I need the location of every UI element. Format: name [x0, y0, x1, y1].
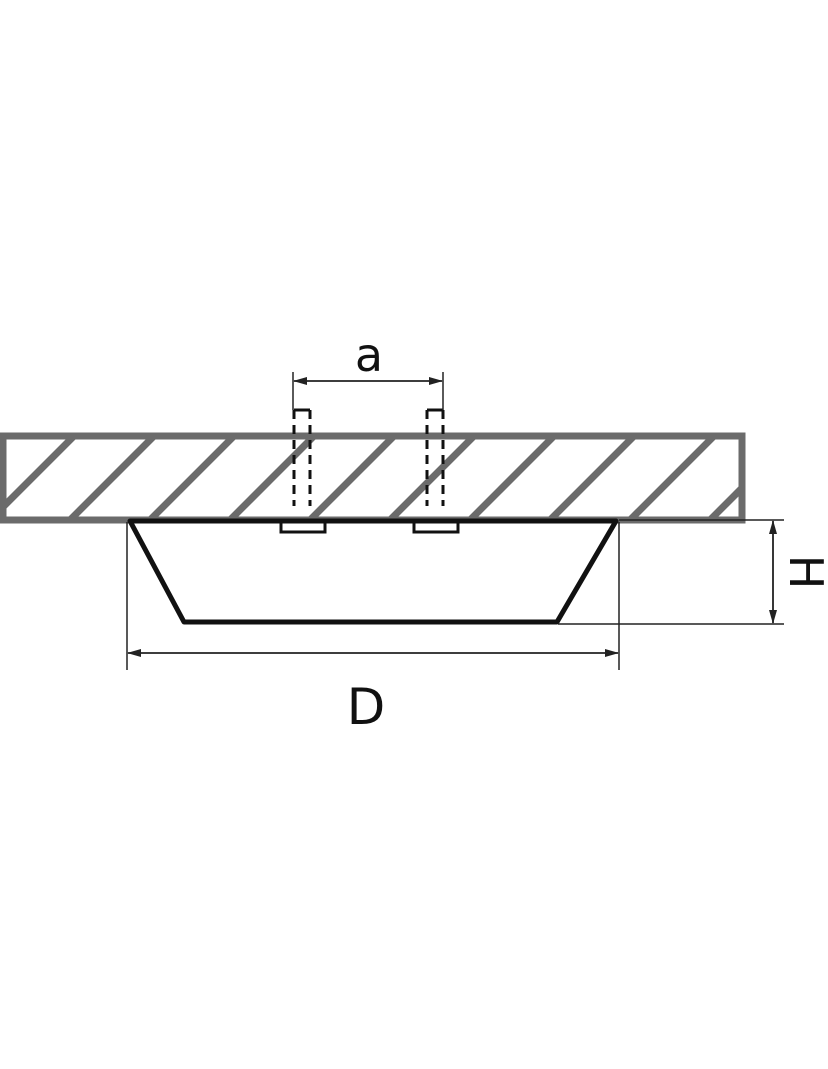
right-screw: [425, 408, 445, 506]
dimension-h-label: H: [779, 555, 828, 590]
dimension-h: H: [558, 519, 828, 625]
dimension-d: D: [126, 522, 620, 736]
fixture-body: [127, 518, 619, 625]
mounting-screws: [292, 408, 445, 506]
dimension-d-label: D: [347, 678, 386, 736]
dimension-a-label: a: [355, 328, 383, 382]
dimension-a: a: [292, 328, 444, 410]
plate-hatching: [5, 436, 742, 520]
left-screw: [292, 408, 312, 506]
ceiling-plate: [0, 432, 746, 524]
